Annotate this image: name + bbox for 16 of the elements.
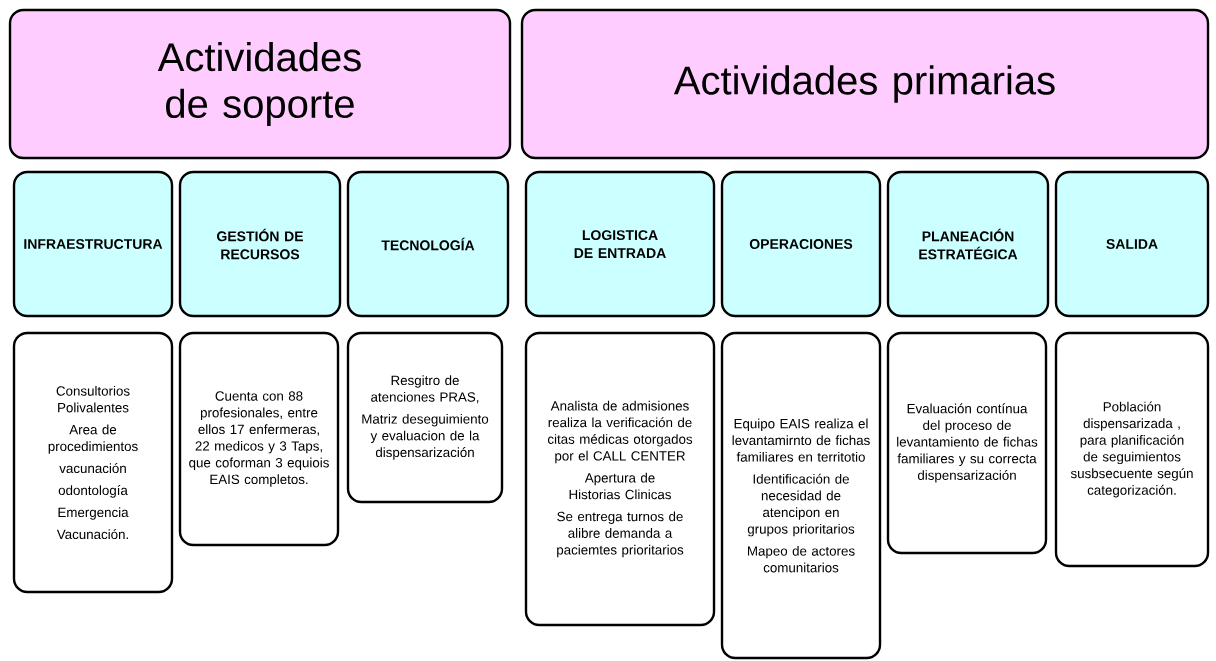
header-box: SALIDA	[1054, 170, 1210, 318]
header-box: PLANEACIÓN ESTRATÉGICA	[886, 170, 1050, 318]
text-box: Cuenta con 88 profesionales, entre ellos 17 enfermeras, 22 medicos y 3 Taps, que coforman 3 equiois EAIS completos.	[178, 331, 340, 547]
title-box: Actividades de soporte	[8, 8, 512, 160]
text-box: Evaluación contínua del proceso de levantamiento de fichas familiares y su correcta dispensarización	[886, 331, 1048, 555]
header-box: GESTIÓN DE RECURSOS	[178, 170, 342, 318]
text-box: Analista de admisiones realiza la verificación de citas médicas otorgados por el CALL CENTER Apertura de Historias Clinicas Se entrega turnos de alibre demanda a paciemtes prioritarios	[524, 331, 716, 627]
header-box: LOGISTICA DE ENTRADA	[524, 170, 716, 318]
text-box: Consultorios Polivalentes Area de procedimientos vacunación odontología Emergencia Vacunación.	[12, 331, 174, 594]
header-box: TECNOLOGÍA	[346, 170, 510, 318]
header-box: OPERACIONES	[720, 170, 882, 318]
header-box: INFRAESTRUCTURA	[12, 170, 174, 318]
title-box: Actividades primarias	[520, 8, 1210, 160]
text-box: Equipo EAIS realiza el levantamirnto de fichas familiares en territotio Identificación de necesidad de atencipon en grupos prioritarios Mapeo de actores comunitarios	[720, 331, 882, 660]
text-box: Población dispensarizada , para planificación de seguimientos susbsecuente según categorización.	[1054, 331, 1210, 568]
text-box: Resgitro de atenciones PRAS, Matriz deseguimiento y evaluacion de la dispensarización	[346, 331, 504, 504]
